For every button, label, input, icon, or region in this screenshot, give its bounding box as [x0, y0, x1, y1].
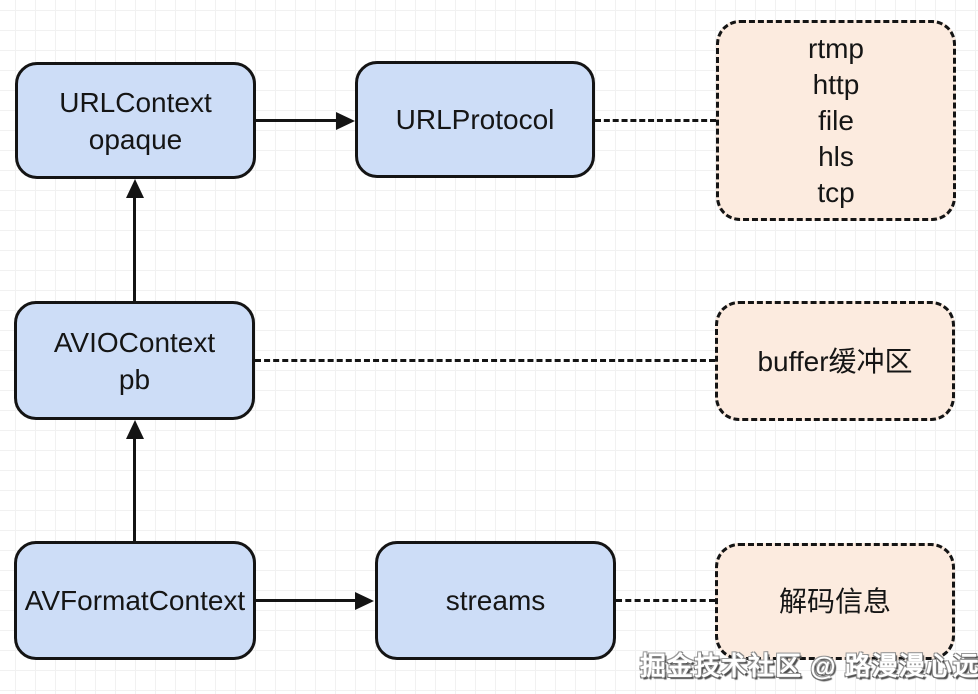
- node-decode-info-label: 解码信息: [778, 586, 891, 617]
- arrow-avformatcontext-to-aviocontext-head: [126, 420, 144, 439]
- node-streams: streams: [375, 541, 616, 660]
- node-avformatcontext-label: AVFormatContext: [24, 585, 246, 616]
- node-aviocontext-line1: AVIOContext: [53, 326, 216, 358]
- node-aviocontext: AVIOContext pb: [14, 301, 255, 420]
- arrow-avformatcontext-to-aviocontext-line: [133, 437, 136, 541]
- dashed-link-aviocontext-to-buffer: [255, 359, 715, 362]
- node-urlcontext-line1: URLContext: [59, 86, 212, 118]
- node-buffer-label: buffer缓冲区: [757, 345, 913, 377]
- arrow-aviocontext-to-urlcontext-head: [126, 179, 144, 198]
- node-urlprotocol: URLProtocol: [355, 61, 595, 178]
- watermark: 掘金技术社区 @ 路漫漫心远: [640, 651, 978, 681]
- node-urlcontext-line2: opaque: [88, 123, 183, 155]
- arrow-urlcontext-to-urlprotocol-line: [256, 119, 338, 122]
- node-streams-label: streams: [445, 585, 546, 616]
- protocol-rtmp: rtmp: [808, 32, 864, 64]
- arrow-avformatcontext-to-streams-line: [256, 599, 357, 602]
- node-decode-info: 解码信息: [715, 543, 955, 660]
- node-avformatcontext: AVFormatContext: [14, 541, 256, 660]
- arrow-aviocontext-to-urlcontext-line: [133, 196, 136, 301]
- node-urlprotocol-label: URLProtocol: [395, 104, 555, 135]
- node-protocols: rtmp http file hls tcp: [716, 20, 956, 221]
- node-urlcontext: URLContext opaque: [15, 62, 256, 179]
- arrow-urlcontext-to-urlprotocol-head: [336, 112, 355, 130]
- dashed-link-streams-to-decode-info: [616, 599, 715, 602]
- arrow-avformatcontext-to-streams-head: [355, 592, 374, 610]
- protocol-file: file: [818, 104, 854, 136]
- protocol-http: http: [812, 68, 860, 100]
- protocol-hls: hls: [818, 140, 854, 172]
- node-aviocontext-line2: pb: [118, 363, 151, 395]
- node-buffer: buffer缓冲区: [715, 301, 955, 421]
- protocol-tcp: tcp: [817, 176, 855, 208]
- dashed-link-urlprotocol-to-protocols: [595, 119, 716, 122]
